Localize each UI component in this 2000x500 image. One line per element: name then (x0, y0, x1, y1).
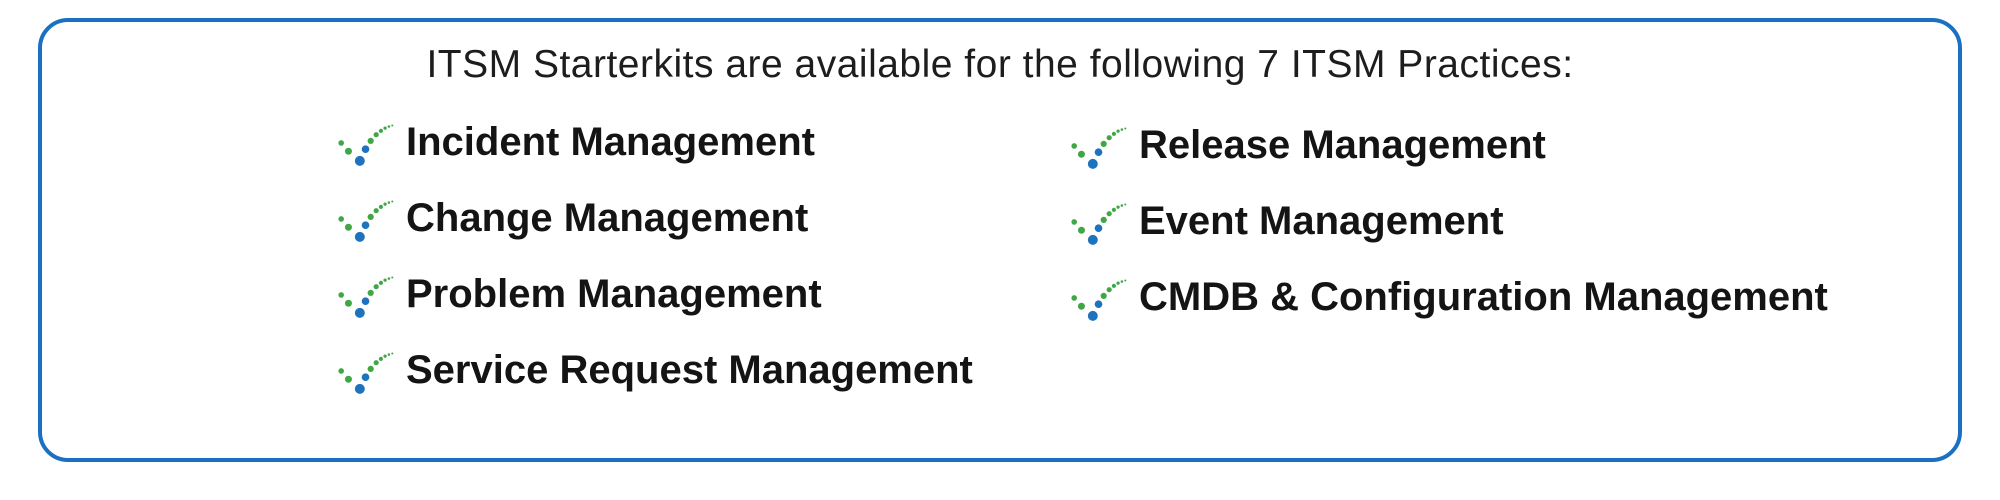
practice-item-problem: Problem Management (335, 266, 973, 322)
dotted-checkmark-icon (338, 276, 394, 318)
dotted-checkmark-icon (338, 200, 394, 242)
practice-label: Incident Management (406, 120, 815, 164)
practice-item-incident: Incident Management (335, 114, 973, 170)
practice-item-event: Event Management (1068, 193, 1828, 249)
practice-item-cmdb-configuration: CMDB & Configuration Management (1068, 269, 1828, 325)
practices-column-left: Incident Management Change Management Pr… (335, 114, 973, 418)
practice-label: CMDB & Configuration Management (1139, 275, 1828, 319)
practice-item-change: Change Management (335, 190, 973, 246)
dotted-checkmark-icon (1071, 279, 1127, 321)
practice-item-release: Release Management (1068, 117, 1828, 173)
practice-label: Change Management (406, 196, 809, 240)
practice-item-service-request: Service Request Management (335, 342, 973, 398)
panel-title: ITSM Starterkits are available for the f… (426, 43, 1574, 86)
practice-label: Event Management (1139, 199, 1504, 243)
practice-label: Service Request Management (406, 348, 973, 392)
dotted-checkmark-icon (1071, 203, 1127, 245)
practice-label: Release Management (1139, 123, 1546, 167)
practices-column-right: Release Management Event Management CMDB… (1068, 117, 1828, 345)
dotted-checkmark-icon (1071, 127, 1127, 169)
practice-label: Problem Management (406, 272, 822, 316)
dotted-checkmark-icon (338, 352, 394, 394)
dotted-checkmark-icon (338, 124, 394, 166)
